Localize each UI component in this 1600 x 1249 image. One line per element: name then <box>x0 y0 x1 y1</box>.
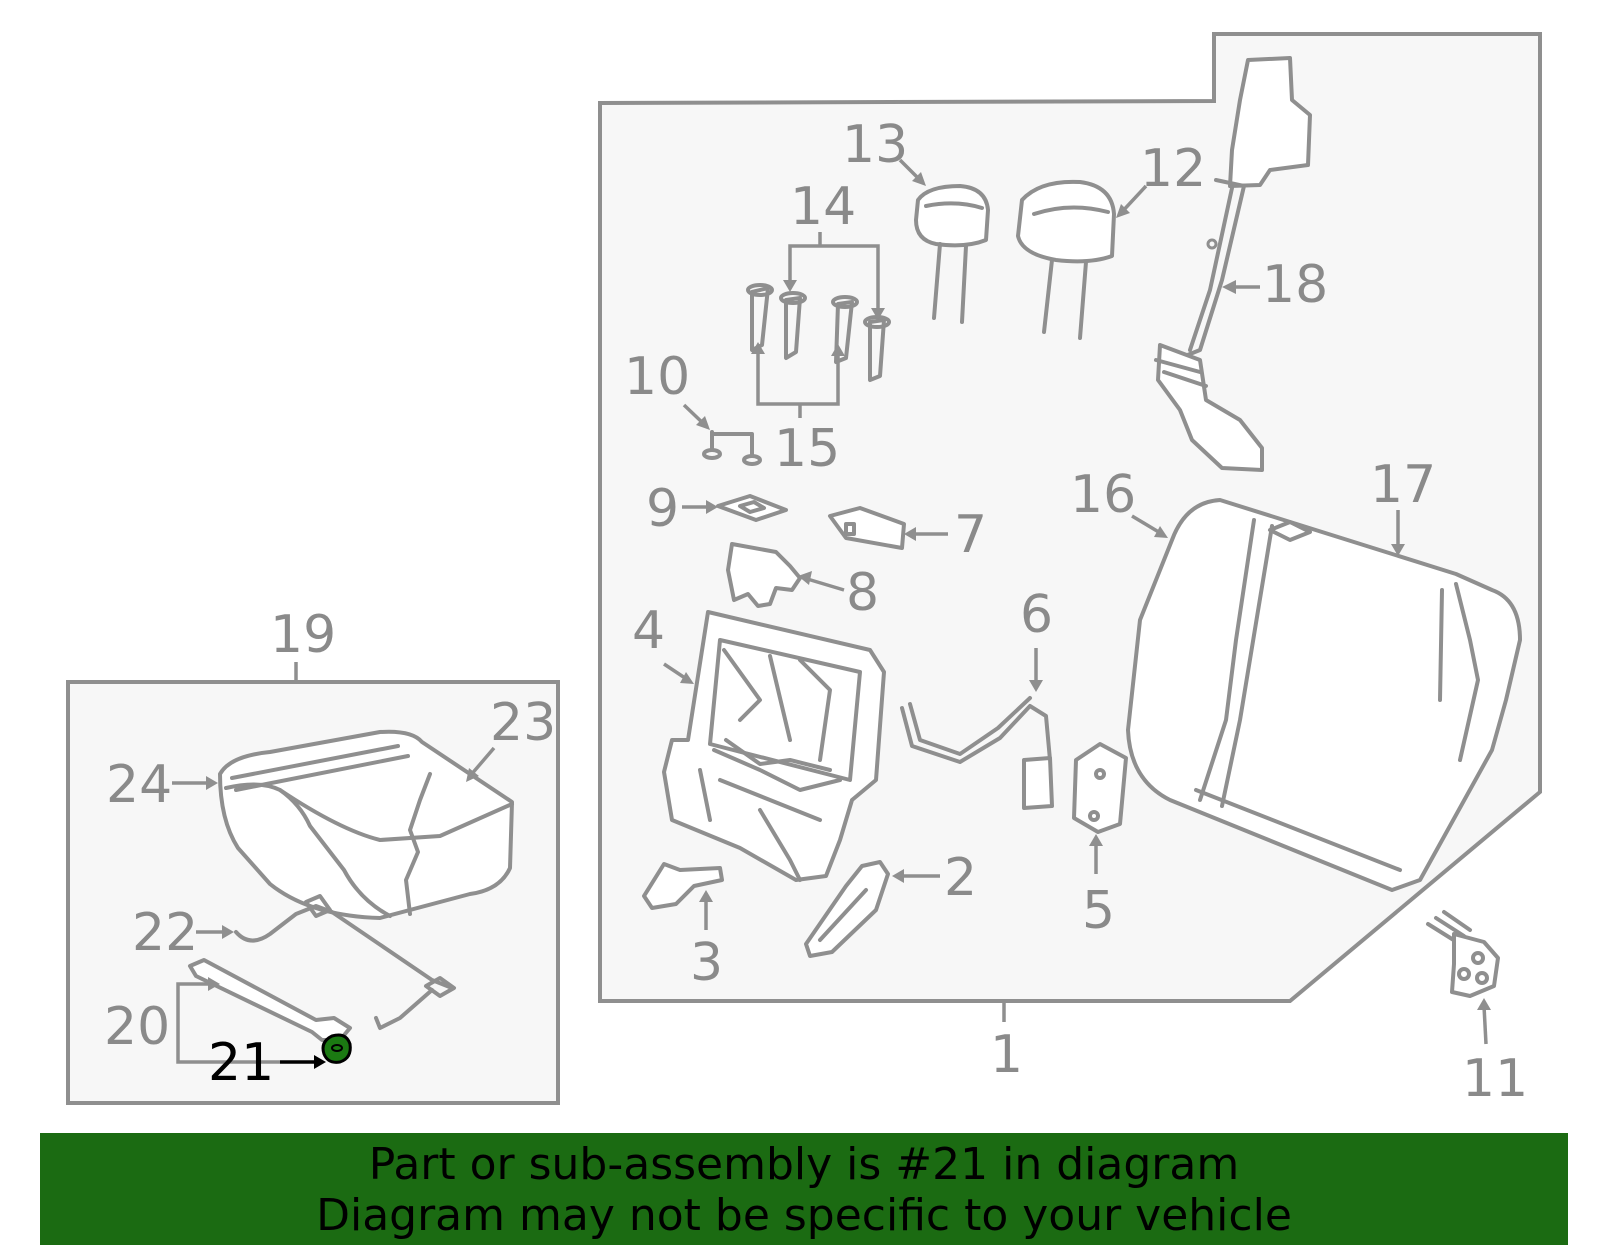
cover-part-8 <box>726 542 802 608</box>
headrest-part-13 <box>914 184 990 324</box>
banner-line-part-number: Part or sub-assembly is #21 in diagram <box>368 1139 1240 1190</box>
clip-part-10 <box>702 430 762 466</box>
callout-17: 17 <box>1370 455 1436 515</box>
headrest-part-12 <box>1016 179 1116 340</box>
callout-9: 9 <box>646 479 679 539</box>
callout-21: 21 <box>208 1033 274 1093</box>
seat-cushion-parts-23-24 <box>218 729 514 920</box>
callout-22: 22 <box>132 903 198 963</box>
wire-harness-part-6 <box>900 696 1054 810</box>
callout-6: 6 <box>1020 585 1053 645</box>
guide-pins-parts-14-15 <box>746 283 891 382</box>
callout-3: 3 <box>690 933 723 993</box>
callout-19: 19 <box>270 605 336 665</box>
callout-18: 18 <box>1262 255 1328 315</box>
callout-14: 14 <box>790 177 856 237</box>
callout-5: 5 <box>1082 881 1115 941</box>
hinge-bracket-part-2 <box>804 860 890 958</box>
callout-2: 2 <box>944 848 977 908</box>
anchor-part-11 <box>1426 910 1500 998</box>
callout-4: 4 <box>632 601 665 661</box>
highlighted-part-21 <box>321 1033 352 1064</box>
seat-belt-part-18 <box>1154 56 1312 472</box>
hinge-bracket-part-3 <box>642 862 724 910</box>
callout-8: 8 <box>846 563 879 623</box>
callout-24: 24 <box>106 755 172 815</box>
callout-11: 11 <box>1462 1049 1528 1109</box>
callout-10: 10 <box>624 347 690 407</box>
seat-back-parts-16-17 <box>1126 498 1522 892</box>
callout-13: 13 <box>842 115 908 175</box>
callout-16: 16 <box>1070 465 1136 525</box>
strap-part-20 <box>188 958 352 1042</box>
callout-20: 20 <box>104 997 170 1057</box>
part-info-banner: Part or sub-assembly is #21 in diagram D… <box>40 1133 1568 1245</box>
striker-part-5 <box>1072 742 1128 834</box>
banner-line-disclaimer: Diagram may not be specific to your vehi… <box>316 1190 1292 1241</box>
callout-12: 12 <box>1140 139 1206 199</box>
wire-part-22 <box>234 894 456 1030</box>
bracket-part-7 <box>828 506 906 550</box>
callout-7: 7 <box>954 505 987 565</box>
callout-1: 1 <box>990 1025 1023 1085</box>
callout-15: 15 <box>774 419 840 479</box>
pad-part-9 <box>716 494 788 522</box>
seat-frame-part-4 <box>662 610 886 882</box>
callout-23: 23 <box>490 693 556 753</box>
